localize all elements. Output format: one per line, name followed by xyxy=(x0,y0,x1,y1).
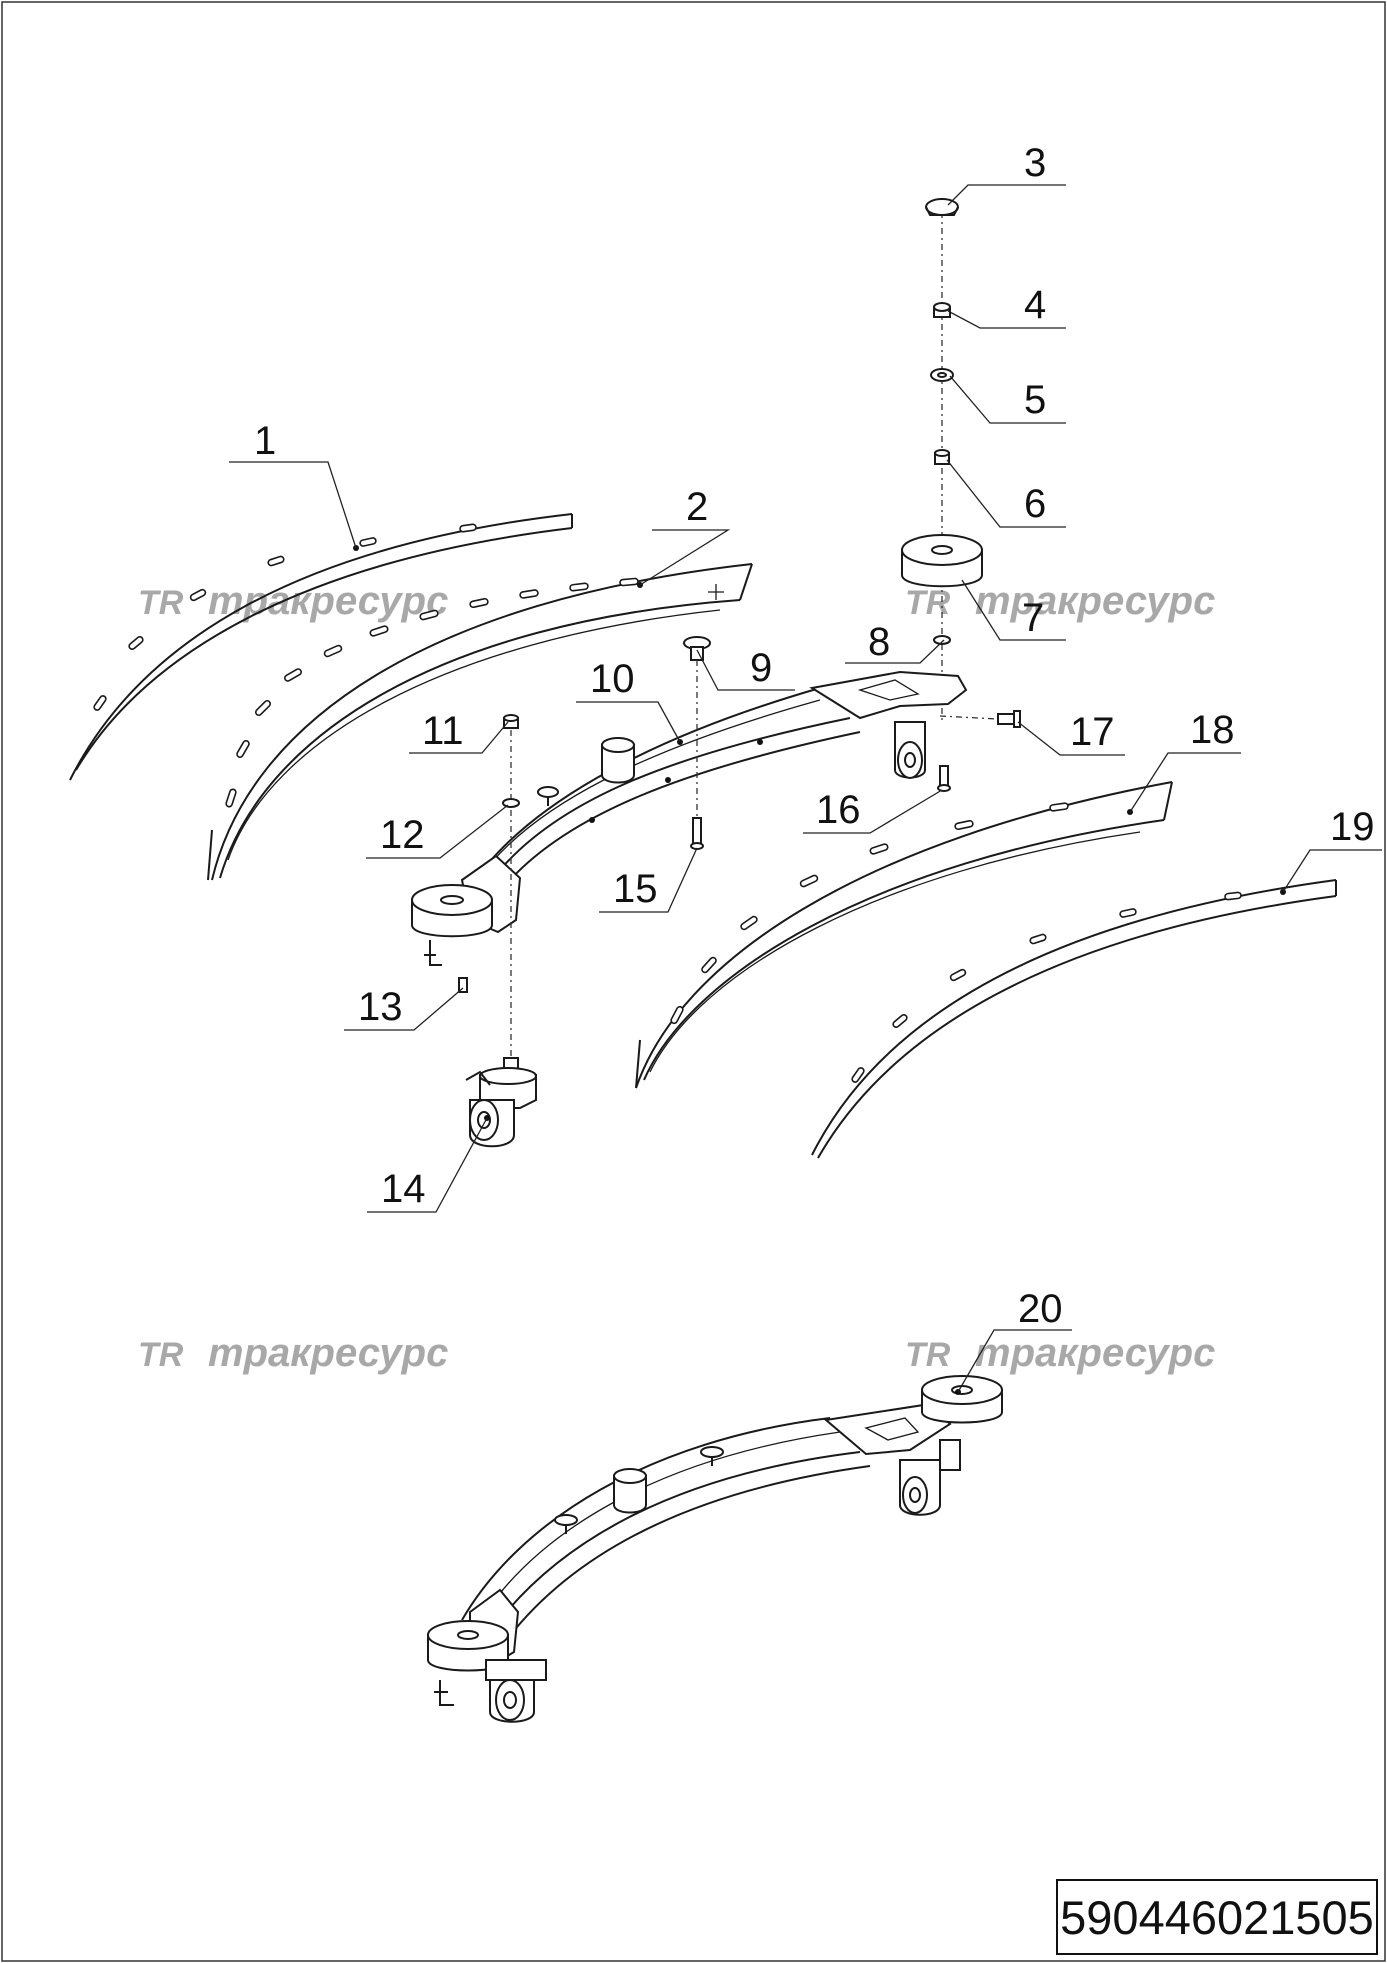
watermark-text: тракресурс xyxy=(975,579,1215,623)
callout-19: 19 xyxy=(1330,805,1375,849)
callout-10: 10 xyxy=(590,657,635,701)
part-19-strip xyxy=(811,879,1337,1159)
callout-12: 12 xyxy=(380,813,425,857)
part-1-strip xyxy=(69,513,573,781)
part-12-washer xyxy=(502,798,520,808)
part-10-frame xyxy=(411,670,968,966)
callout-18: 18 xyxy=(1190,708,1235,752)
watermark-bottom-left: TR тракресурс xyxy=(138,1331,448,1375)
callout-5: 5 xyxy=(1024,378,1046,422)
leader-lines xyxy=(229,184,1382,1393)
callout-14: 14 xyxy=(381,1167,426,1211)
callout-6: 6 xyxy=(1024,482,1046,526)
part-7-bumper-wheel xyxy=(901,534,983,588)
part-9-knob xyxy=(683,636,711,661)
watermark-top-left: TR тракресурс xyxy=(138,579,448,623)
document-number: 590446021505 xyxy=(1056,1879,1378,1955)
part-14-caster xyxy=(465,1057,537,1148)
callout-1: 1 xyxy=(254,419,276,463)
watermark-text: тракресурс xyxy=(208,1331,448,1375)
part-5-washer xyxy=(930,368,954,382)
part-17-bolt xyxy=(939,710,1021,728)
watermark-text: тракресурс xyxy=(975,1331,1215,1375)
callout-16: 16 xyxy=(816,788,861,832)
part-18-wide-strip xyxy=(635,781,1173,1089)
callout-4: 4 xyxy=(1024,283,1046,327)
watermark-logo: TR xyxy=(905,584,951,622)
part-15-bolt xyxy=(690,817,704,850)
callout-numbers: 1 2 3 4 5 6 7 8 9 10 11 12 13 14 15 16 1… xyxy=(254,141,1375,1331)
callout-17: 17 xyxy=(1070,710,1115,754)
watermark-logo: TR xyxy=(138,1336,184,1374)
watermark-bottom-right: TR тракресурс xyxy=(905,1331,1215,1375)
part-2-wide-strip xyxy=(207,563,753,881)
callout-15: 15 xyxy=(613,867,658,911)
watermark-text: тракресурс xyxy=(208,579,448,623)
callout-8: 8 xyxy=(868,620,890,664)
watermark-logo: TR xyxy=(905,1336,951,1374)
callout-3: 3 xyxy=(1024,141,1046,185)
callout-7: 7 xyxy=(1022,596,1044,640)
callout-20: 20 xyxy=(1018,1287,1063,1331)
part-3-cap xyxy=(925,198,959,216)
callout-9: 9 xyxy=(750,646,772,690)
part-20-assembly xyxy=(427,1375,1003,1723)
callout-13: 13 xyxy=(358,985,403,1029)
watermark-logo: TR xyxy=(138,584,184,622)
callout-11: 11 xyxy=(422,709,464,753)
part-11-nut xyxy=(503,714,519,729)
part-4-nut xyxy=(933,302,951,318)
watermark-top-right: TR тракресурс xyxy=(905,579,1215,623)
callout-2: 2 xyxy=(686,485,708,529)
part-8-washer xyxy=(933,635,951,645)
part-16-bolt xyxy=(937,765,951,792)
part-6-spacer xyxy=(934,449,950,465)
part-13-screw xyxy=(458,977,468,993)
